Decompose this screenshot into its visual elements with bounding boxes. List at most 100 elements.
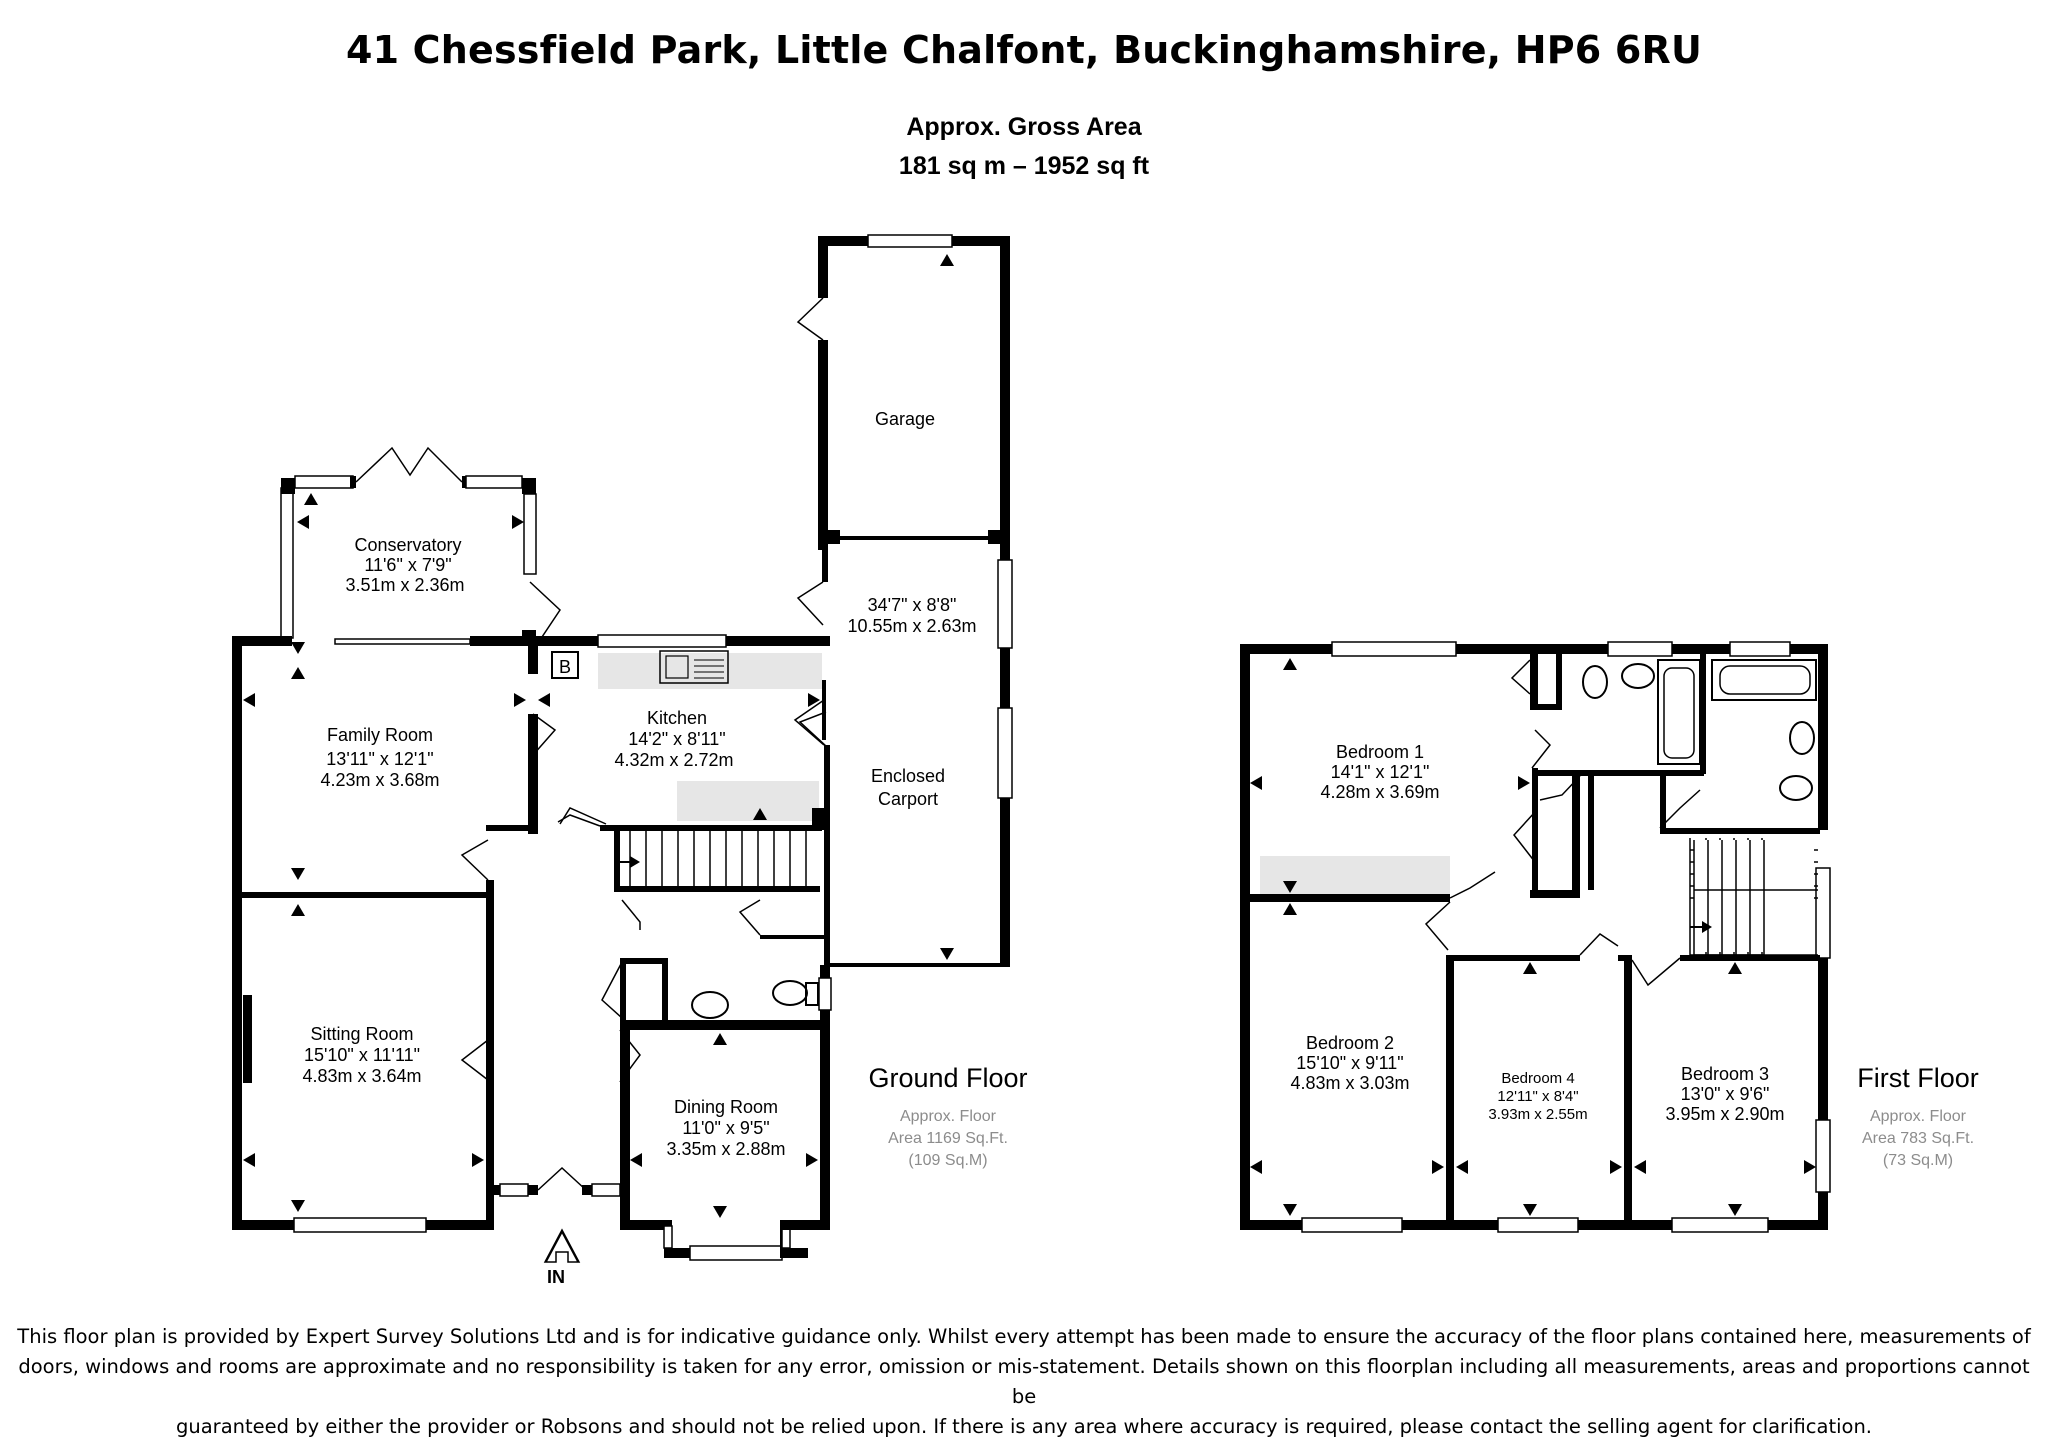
bedroom2-window <box>1301 1217 1403 1233</box>
gross-area-value: 181 sq m – 1952 sq ft <box>898 152 1150 180</box>
bedroom4-window <box>1497 1217 1579 1233</box>
carport-dim-metric: 10.55m x 2.63m <box>847 616 976 636</box>
conservatory-window-right <box>523 493 537 575</box>
entrance-arrow-icon <box>543 1228 581 1263</box>
family-room-door <box>532 713 557 756</box>
disclaimer-line-1: This floor plan is provided by Expert Su… <box>17 1325 2031 1348</box>
kitchen-units <box>677 781 819 821</box>
ensuite-bath <box>1711 659 1817 701</box>
ground-floor-dimension-arrows <box>243 254 954 1218</box>
kitchen-label: Kitchen <box>647 708 707 728</box>
garage-label: Garage <box>875 409 935 429</box>
conservatory-dim-imperial: 11'6" x 7'9" <box>364 555 451 575</box>
carport-door <box>796 581 824 626</box>
ground-floor-stairs <box>629 830 807 888</box>
bedroom3-dim-metric: 3.95m x 2.90m <box>1665 1104 1784 1124</box>
ground-floor-area-line2: Area 1169 Sq.Ft. <box>888 1130 1008 1147</box>
bedroom3-label: Bedroom 3 <box>1681 1064 1769 1084</box>
garage-side-door <box>796 297 824 341</box>
family-room-label: Family Room <box>327 725 433 745</box>
carport-label-line1: Enclosed <box>871 766 945 786</box>
family-room-dim-imperial: 13'11" x 12'1" <box>326 749 433 769</box>
sitting-room-dim-metric: 4.83m x 3.64m <box>302 1066 421 1086</box>
conservatory-window-left <box>280 487 294 639</box>
sitting-room-window <box>293 1217 427 1233</box>
dining-room-label: Dining Room <box>674 1097 778 1117</box>
kitchen-dim-metric: 4.32m x 2.72m <box>614 750 733 770</box>
dining-bay-side-left <box>663 1225 673 1249</box>
bedroom4-dim-imperial: 12'11" x 8'4" <box>1497 1088 1578 1105</box>
first-floor-area-line3: (73 Sq.M) <box>1883 1152 1953 1169</box>
conservatory-side-door <box>529 581 561 641</box>
sitting-room-dim-imperial: 15'10" x 11'11" <box>304 1045 420 1065</box>
bedroom4-dim-metric: 3.93m x 2.55m <box>1488 1106 1587 1123</box>
bedroom4-door <box>1579 933 1619 956</box>
conservatory-dim-metric: 3.51m x 2.36m <box>345 575 464 595</box>
entrance-label: IN <box>547 1267 565 1287</box>
disclaimer-line-2: doors, windows and rooms are approximate… <box>18 1355 2030 1408</box>
bedroom1-door <box>1449 871 1496 899</box>
bedroom2-dim-metric: 4.83m x 3.03m <box>1290 1073 1409 1093</box>
wc-window <box>818 977 832 1011</box>
bedroom3-dim-imperial: 13'0" x 9'6" <box>1681 1084 1770 1104</box>
bedroom1-dim-imperial: 14'1" x 12'1" <box>1331 762 1430 782</box>
kitchen-window <box>597 634 727 648</box>
garage-window <box>867 234 953 248</box>
disclaimer: This floor plan is provided by Expert Su… <box>10 1322 2038 1442</box>
wc-basin <box>691 991 729 1019</box>
front-side-window-right <box>591 1183 621 1197</box>
bathroom-basin <box>1621 663 1655 689</box>
conservatory-window-top-left <box>294 475 354 489</box>
bathroom-window <box>1607 641 1673 657</box>
kitchen-sink <box>659 650 729 684</box>
conservatory-french-doors <box>355 446 463 483</box>
ground-floor-area-line3: (109 Sq.M) <box>908 1152 987 1169</box>
bedroom2-dim-imperial: 15'10" x 9'11" <box>1296 1053 1403 1073</box>
bedroom1-dim-metric: 4.28m x 3.69m <box>1320 782 1439 802</box>
carport-window-1 <box>997 559 1013 649</box>
kitchen-dim-imperial: 14'2" x 8'11" <box>628 729 725 749</box>
carport-dim-imperial: 34'7" x 8'8" <box>868 595 957 615</box>
sitting-room-door <box>460 839 489 881</box>
wc-door <box>601 961 623 1019</box>
front-side-window-left <box>499 1183 529 1197</box>
dining-room-dim-metric: 3.35m x 2.88m <box>666 1139 785 1159</box>
boiler-label: B <box>559 657 571 677</box>
ground-floor-area-line1: Approx. Floor <box>900 1108 997 1125</box>
ground-floor-plan: B <box>232 234 1013 1263</box>
family-room-dim-metric: 4.23m x 3.68m <box>320 770 439 790</box>
bathroom-toilet <box>1582 665 1608 699</box>
bedroom1-window <box>1331 641 1457 657</box>
ground-floor-label: Ground Floor <box>868 1063 1027 1093</box>
bedroom3-side-window <box>1815 1119 1831 1193</box>
bedroom4-label: Bedroom 4 <box>1501 1070 1574 1087</box>
sitting-room-label: Sitting Room <box>310 1024 413 1044</box>
page-title: 41 Chessfield Park, Little Chalfont, Buc… <box>345 28 1703 72</box>
first-floor-plan <box>1240 641 1831 1233</box>
front-door <box>537 1166 587 1191</box>
first-floor-area-line1: Approx. Floor <box>1870 1108 1967 1125</box>
first-floor-dimension-arrows <box>1250 658 1816 1216</box>
first-floor-area-line2: Area 783 Sq.Ft. <box>1862 1130 1974 1147</box>
carport-label-line2: Carport <box>878 789 938 809</box>
disclaimer-line-3: guaranteed by either the provider or Rob… <box>176 1415 1872 1438</box>
wc-toilet <box>772 980 808 1006</box>
ensuite-window <box>1729 641 1791 657</box>
conservatory-window-top-right <box>465 475 523 489</box>
family-room-patio-door <box>334 638 471 645</box>
dining-room-bay-window <box>689 1245 783 1261</box>
ensuite-basin <box>1789 721 1815 755</box>
bedroom2-label: Bedroom 2 <box>1306 1033 1394 1053</box>
ensuite-toilet <box>1779 775 1813 801</box>
bedroom3-door <box>1631 957 1681 987</box>
landing-window <box>1815 867 1831 959</box>
bedroom3-window <box>1671 1217 1769 1233</box>
boiler <box>551 651 579 679</box>
bedroom1-label: Bedroom 1 <box>1336 742 1424 762</box>
conservatory-label: Conservatory <box>354 535 461 555</box>
kitchen-carport-door <box>798 711 827 747</box>
carport-window-2 <box>997 707 1013 799</box>
first-floor-label: First Floor <box>1857 1063 1979 1093</box>
hall-kitchen-door <box>559 807 607 825</box>
